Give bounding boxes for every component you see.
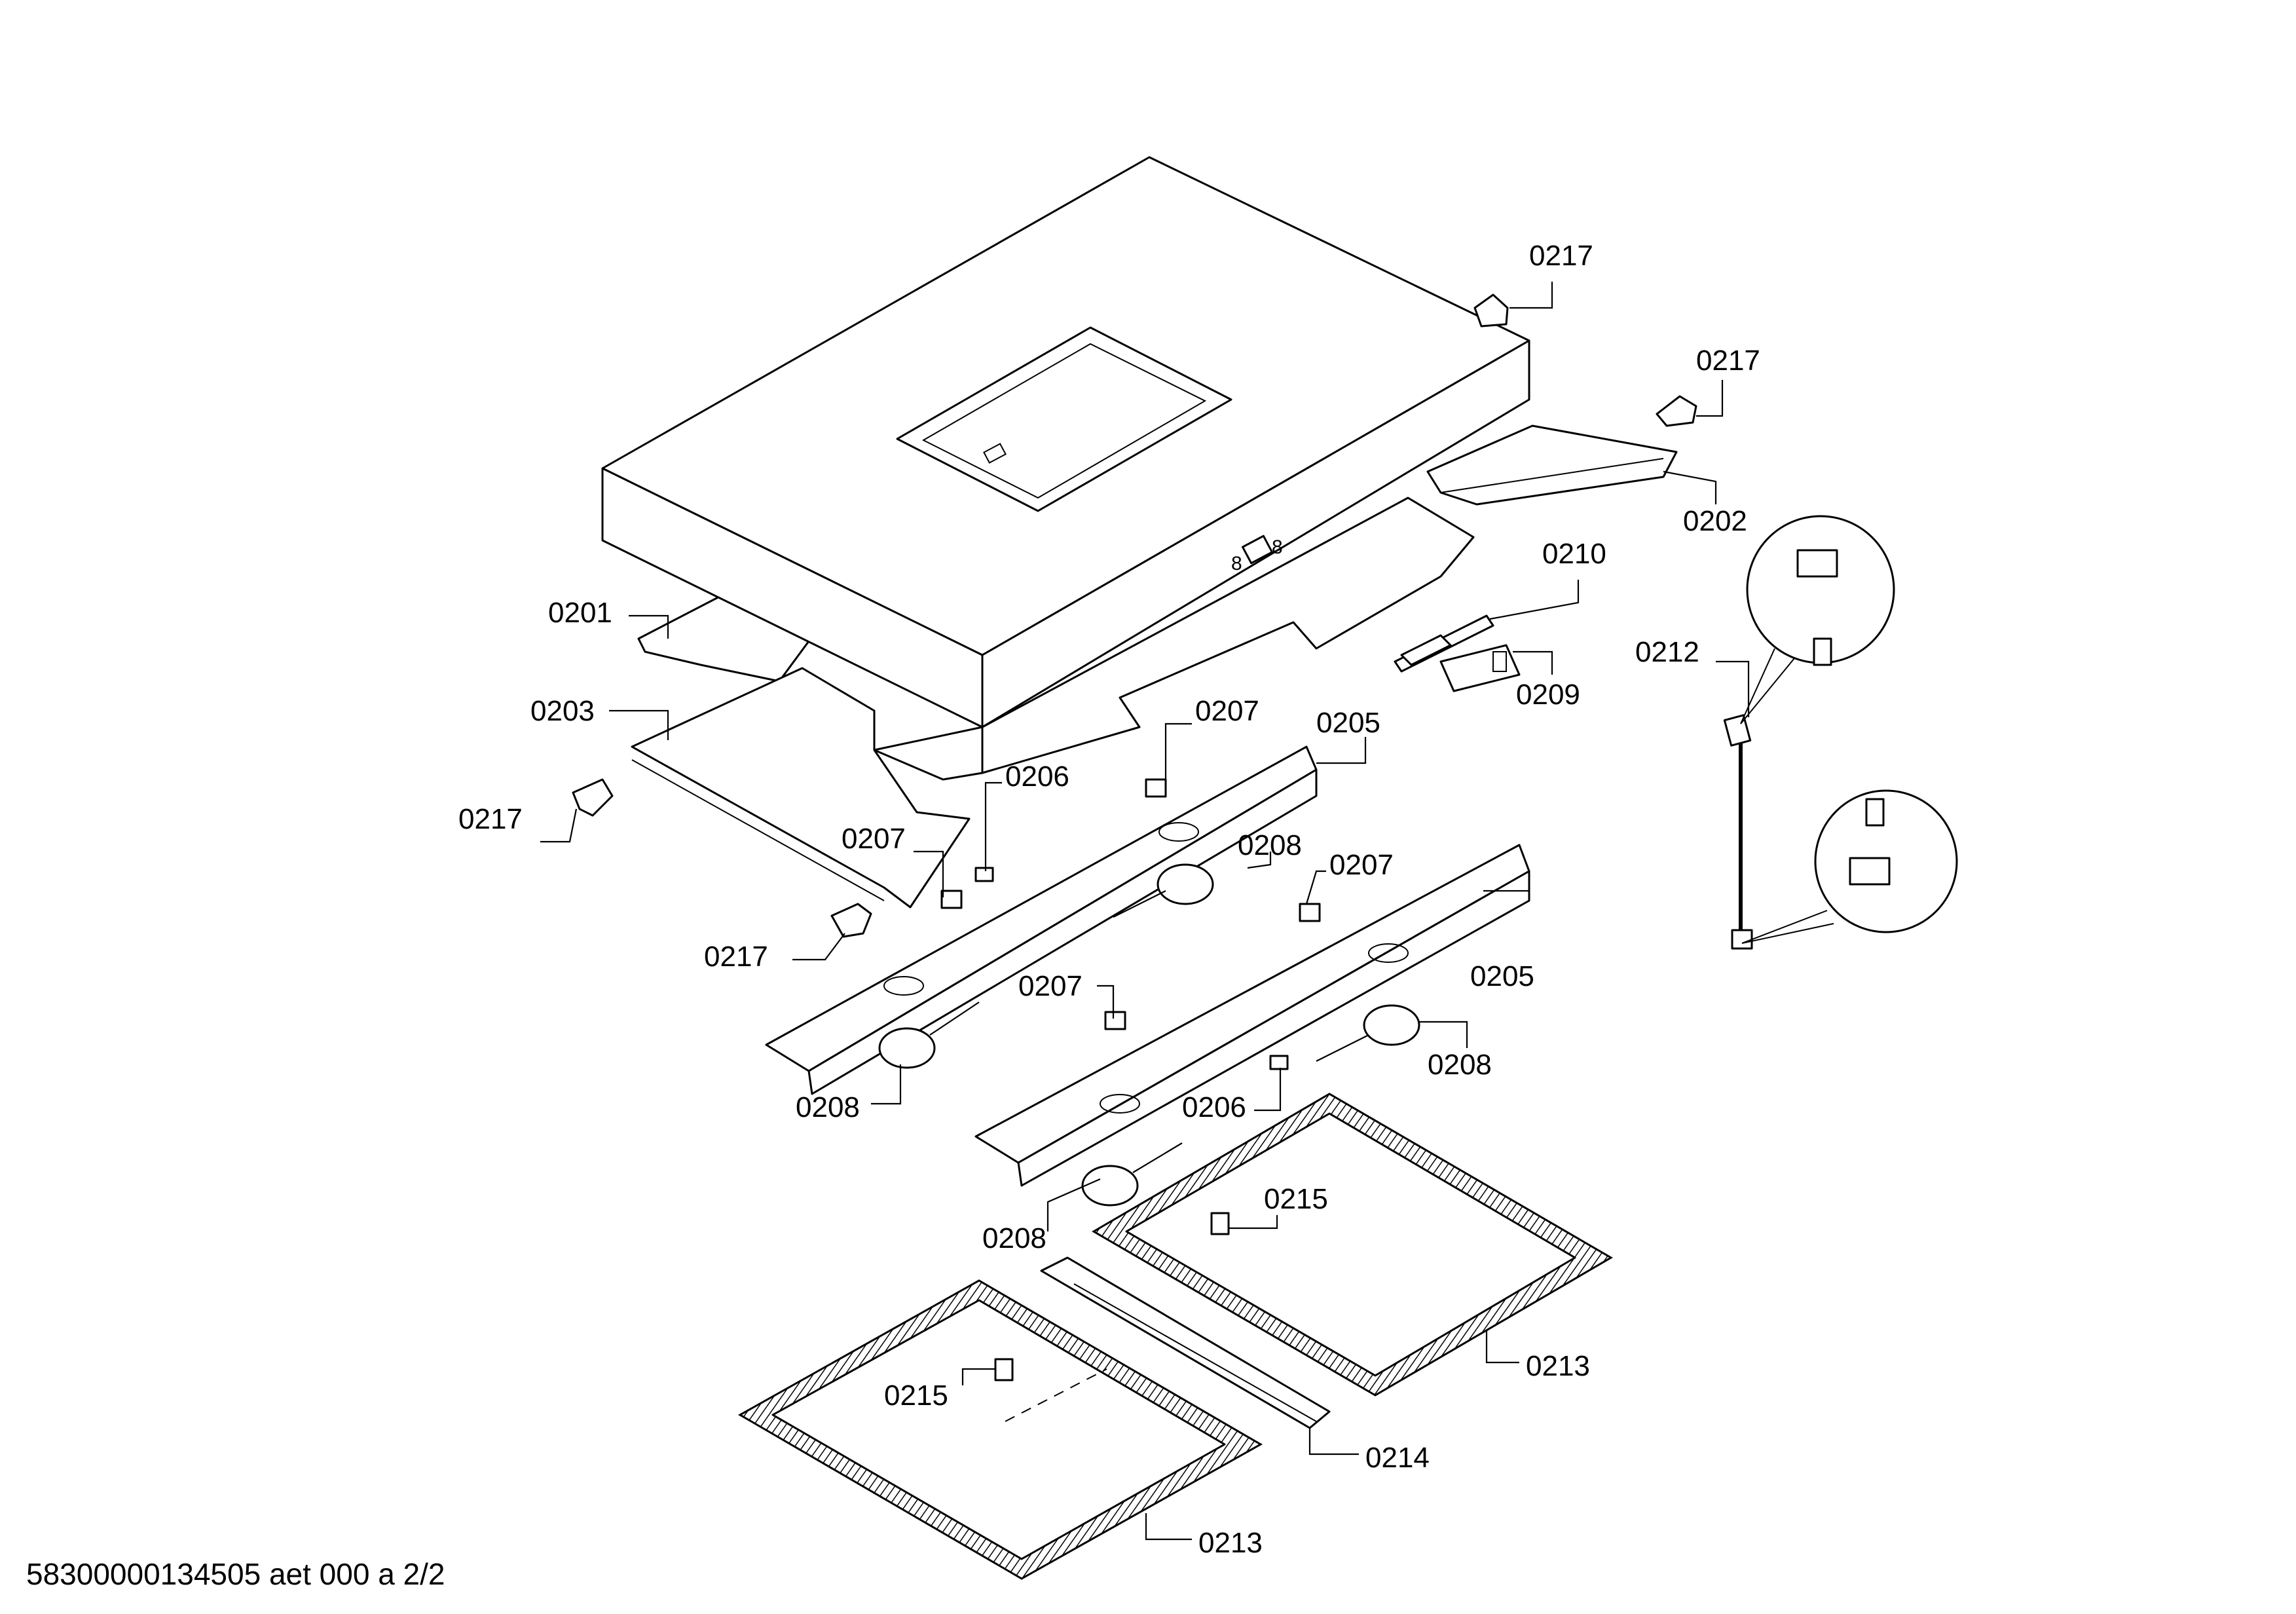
label-0206: 0206 xyxy=(1182,1091,1246,1123)
label-0213: 0213 xyxy=(1198,1527,1263,1559)
svg-text:8: 8 xyxy=(1231,553,1242,574)
part-0215-latch-a xyxy=(1210,1212,1230,1235)
label-0215: 0215 xyxy=(1264,1183,1328,1215)
label-0205: 0205 xyxy=(1470,960,1534,992)
part-0207-clip-b xyxy=(940,890,963,909)
label-0201: 0201 xyxy=(548,597,612,629)
label-0213: 0213 xyxy=(1526,1350,1590,1382)
svg-text:8: 8 xyxy=(1272,536,1283,558)
part-0206-spacer-a xyxy=(974,867,994,882)
part-labels: 0217 0217 0202 0210 0201 0212 0209 0203 … xyxy=(458,240,1760,1559)
label-0214: 0214 xyxy=(1365,1442,1430,1474)
part-hood-housing: 8 8 xyxy=(601,156,1530,728)
leader-lines xyxy=(540,282,1750,1541)
label-0215: 0215 xyxy=(884,1379,948,1412)
part-0217-clip-a xyxy=(1473,293,1509,328)
label-0207: 0207 xyxy=(1018,970,1083,1002)
label-0208: 0208 xyxy=(982,1222,1046,1254)
part-0209-switch-module xyxy=(1439,644,1521,692)
part-0217-clip-b xyxy=(1656,395,1697,427)
part-0208-knob-d xyxy=(1081,1142,1183,1207)
part-0206-spacer-b xyxy=(1269,1055,1289,1070)
part-0208-knob-b xyxy=(878,1002,980,1069)
label-0210: 0210 xyxy=(1542,538,1606,570)
label-0217: 0217 xyxy=(1529,240,1593,272)
label-0209: 0209 xyxy=(1516,679,1580,711)
part-0205-rail-upper xyxy=(765,745,1318,1095)
part-0217-clip-c xyxy=(572,778,614,817)
label-0217: 0217 xyxy=(458,803,523,835)
label-0207: 0207 xyxy=(1195,695,1259,727)
part-0213-filter-upper xyxy=(1092,1093,1613,1397)
part-0215-latch-b xyxy=(994,1358,1014,1381)
part-underside-panel xyxy=(873,497,1475,781)
part-0208-knob-a xyxy=(1113,863,1214,918)
part-0210-switch-bracket xyxy=(1394,614,1494,673)
label-0207: 0207 xyxy=(1329,849,1394,881)
label-0202: 0202 xyxy=(1683,505,1747,537)
label-0206: 0206 xyxy=(1005,760,1069,793)
label-0203: 0203 xyxy=(530,695,595,727)
label-0217: 0217 xyxy=(704,941,768,973)
label-0208: 0208 xyxy=(796,1091,860,1123)
part-0207-clip-d xyxy=(1104,1011,1126,1030)
label-0208: 0208 xyxy=(1428,1049,1492,1081)
part-0208-knob-c xyxy=(1316,1004,1420,1062)
label-0205: 0205 xyxy=(1316,707,1380,739)
label-0208: 0208 xyxy=(1238,829,1302,861)
part-0212-cable-harness xyxy=(1723,515,1958,950)
part-0202-rear-bracket xyxy=(1426,424,1678,506)
label-0217: 0217 xyxy=(1696,345,1760,377)
part-0207-clip-a xyxy=(1145,778,1167,798)
part-0217-clip-d xyxy=(830,903,872,938)
part-0207-clip-c xyxy=(1299,903,1321,922)
label-0207: 0207 xyxy=(842,823,906,855)
document-id-footer: 58300000134505 aet 000 a 2/2 xyxy=(26,1557,445,1591)
part-0213-filter-lower xyxy=(737,1279,1263,1580)
part-0214-center-strip xyxy=(1040,1256,1331,1429)
part-0203-left-channel xyxy=(631,667,971,909)
label-0212: 0212 xyxy=(1635,636,1699,668)
